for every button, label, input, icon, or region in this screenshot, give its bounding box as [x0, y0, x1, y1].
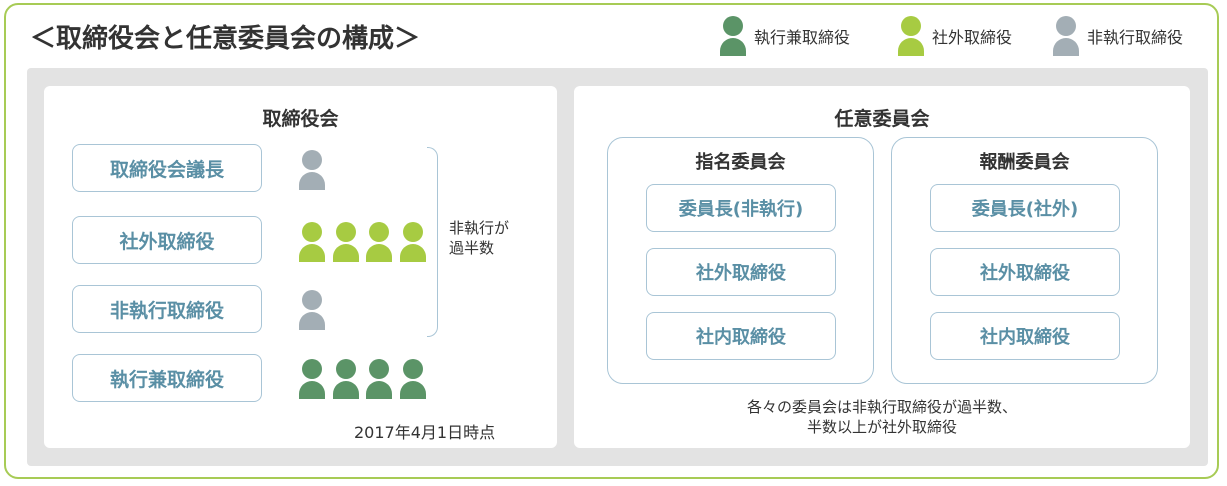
- executive-person-icon: [299, 359, 325, 399]
- legend-outside-label: 社外取締役: [932, 28, 1013, 47]
- committee-member: 社外取締役: [646, 248, 836, 296]
- compensation-committee-title: 報酬委員会: [979, 152, 1070, 173]
- compensation-committee: 報酬委員会 委員長(社外) 社外取締役 社内取締役: [891, 137, 1158, 384]
- role-executive: 執行兼取締役: [72, 354, 262, 402]
- executive-person-icon: [720, 16, 746, 56]
- majority-note: 非執行が 過半数: [449, 218, 509, 259]
- date-note: 2017年4月1日時点: [354, 423, 496, 442]
- outside-person-icon: [366, 222, 392, 262]
- board-card: 取締役会 取締役会議長 社外取締役 非執行取締役 執行兼取締役 非執行が 過半数…: [44, 86, 557, 448]
- majority-note-line2: 過半数: [449, 239, 495, 258]
- committee-note-line2: 半数以上が社外取締役: [806, 418, 957, 437]
- outside-person-icon: [333, 222, 359, 262]
- committee-member: 委員長(非執行): [646, 184, 836, 232]
- outside-person-icon: [898, 16, 924, 56]
- legend-non-executive: 非執行取締役: [1053, 16, 1184, 56]
- outside-person-icon: [299, 222, 325, 262]
- committees-title: 任意委員会: [834, 108, 930, 130]
- majority-note-line1: 非執行が: [449, 219, 510, 237]
- committee-member: 社内取締役: [646, 312, 836, 360]
- non-executive-person-icon: [1053, 16, 1079, 56]
- role-chair: 取締役会議長: [72, 144, 262, 192]
- executive-person-icon: [400, 359, 426, 399]
- majority-bracket: [427, 147, 438, 337]
- board-title: 取締役会: [262, 108, 339, 130]
- executive-person-icon: [333, 359, 359, 399]
- legend-executive-label: 執行兼取締役: [754, 28, 851, 47]
- committee-member: 社外取締役: [930, 248, 1120, 296]
- outside-person-icon: [400, 222, 426, 262]
- executive-person-icon: [366, 359, 392, 399]
- legend-executive: 執行兼取締役: [720, 16, 851, 56]
- non-executive-person-icon: [299, 150, 325, 190]
- committee-member: 社内取締役: [930, 312, 1120, 360]
- non-executive-person-icon: [299, 290, 325, 330]
- committee-note: 各々の委員会は非執行取締役が過半数、 半数以上が社外取締役: [574, 397, 1190, 438]
- legend-non-executive-label: 非執行取締役: [1087, 28, 1184, 47]
- page-title: ＜取締役会と任意委員会の構成＞: [30, 24, 421, 54]
- committees-card: 任意委員会 指名委員会 委員長(非執行) 社外取締役 社内取締役 報酬委員会 委…: [574, 86, 1190, 448]
- committee-note-line1: 各々の委員会は非執行取締役が過半数、: [746, 398, 1017, 416]
- committee-member: 委員長(社外): [930, 184, 1120, 232]
- role-non-executive: 非執行取締役: [72, 285, 262, 333]
- legend-outside: 社外取締役: [898, 16, 1013, 56]
- role-outside: 社外取締役: [72, 216, 262, 264]
- nomination-committee-title: 指名委員会: [695, 152, 786, 173]
- nomination-committee: 指名委員会 委員長(非執行) 社外取締役 社内取締役: [607, 137, 874, 384]
